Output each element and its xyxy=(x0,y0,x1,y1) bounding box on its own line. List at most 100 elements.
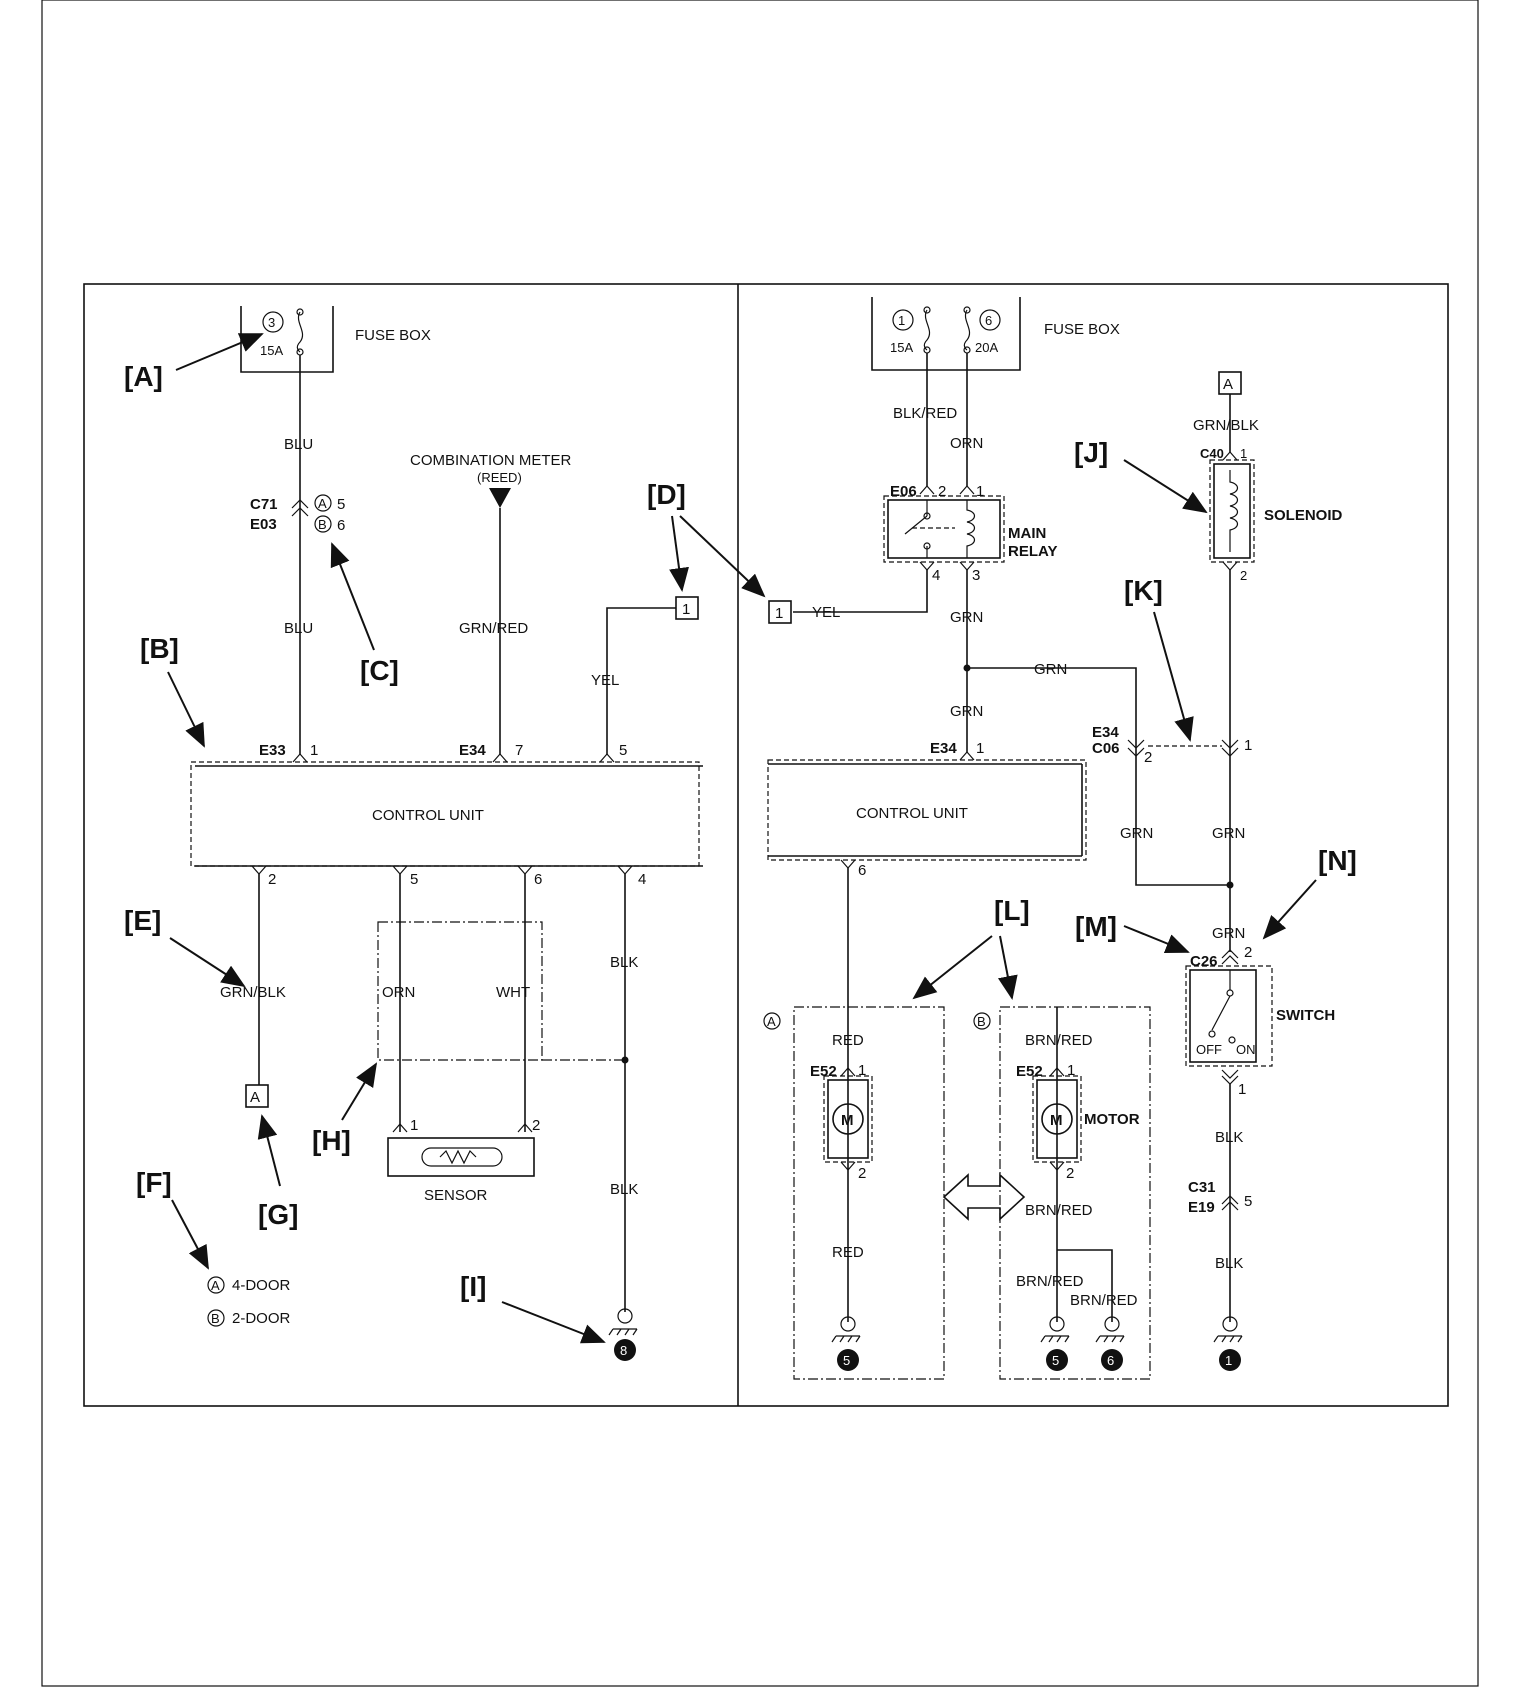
wire-yel-right-label: YEL xyxy=(812,604,840,621)
connector-a-right-label: A xyxy=(1223,376,1233,393)
connector-e19: E19 xyxy=(1188,1199,1215,1216)
fuse-box-left xyxy=(240,306,334,373)
callout-l: [L] xyxy=(994,895,1030,926)
wire-wht-label: WHT xyxy=(496,984,530,1001)
connector-c71: C71 xyxy=(250,496,278,513)
motor-b-icon xyxy=(1041,1103,1073,1135)
variant-a-circle: A xyxy=(767,1014,776,1029)
pin-e33-1: 1 xyxy=(310,742,318,759)
wire-grn-blk-left-label: GRN/BLK xyxy=(220,984,286,1001)
legend-circle-a: A xyxy=(211,1278,220,1293)
fuse-r2-number: 6 xyxy=(985,313,992,328)
relay-coil-icon xyxy=(966,500,976,558)
combination-meter-label: COMBINATION METER xyxy=(410,452,572,469)
fuse-r1-amp: 15A xyxy=(890,340,913,355)
relay-pin-4: 4 xyxy=(932,567,940,584)
wire-blk-left-label-top: BLK xyxy=(610,954,638,971)
switch-box xyxy=(1189,969,1257,1063)
fuse-left-symbol xyxy=(296,311,304,353)
main-relay-label-1: MAIN xyxy=(1008,525,1046,542)
wire-yel-left xyxy=(606,607,676,755)
page-frame xyxy=(41,0,1479,1687)
connector-c26: C26 xyxy=(1190,953,1218,970)
solenoid-pin-1: 1 xyxy=(1240,446,1247,461)
wire-brn-red-label-2: BRN/RED xyxy=(1025,1202,1093,1219)
switch-on-label: ON xyxy=(1236,1042,1256,1057)
pin-c71-b: 6 xyxy=(337,517,345,534)
motor-b-symbol: M xyxy=(1050,1112,1063,1129)
control-unit-right-label: CONTROL UNIT xyxy=(856,805,968,822)
ground-number-5b: 5 xyxy=(1052,1353,1059,1368)
motor-a-pin-2: 2 xyxy=(858,1165,866,1182)
motor-b-pin-2: 2 xyxy=(1066,1165,1074,1182)
legend-circle-b: B xyxy=(211,1311,220,1326)
wire-orn-right-label: ORN xyxy=(950,435,983,452)
switch-label: SWITCH xyxy=(1276,1007,1335,1024)
control-unit-left-label: CONTROL UNIT xyxy=(372,807,484,824)
fuse-box-right xyxy=(871,297,1021,371)
relay-pin-2: 2 xyxy=(938,483,946,500)
relay-switch-icon xyxy=(904,500,928,558)
relay-pin-3: 3 xyxy=(972,567,980,584)
wire-red-label-2: RED xyxy=(832,1244,864,1261)
circle-a-c71: A xyxy=(318,496,327,511)
connector-e34-left: E34 xyxy=(459,742,486,759)
connector-c71-symbol xyxy=(291,499,309,517)
wire-blu-label-top: BLU xyxy=(284,436,313,453)
wire-brn-red-label-3: BRN/RED xyxy=(1016,1273,1084,1290)
pin-c06-2: 2 xyxy=(1144,749,1152,766)
combination-meter-arrow xyxy=(489,488,511,508)
connector-a-left xyxy=(245,1084,269,1108)
motor-b-pin-1: 1 xyxy=(1067,1062,1075,1079)
wire-blk-left-label-bottom: BLK xyxy=(610,1181,638,1198)
pin-e34-5: 5 xyxy=(619,742,627,759)
solenoid-coil-icon xyxy=(1229,470,1239,552)
motor-a-icon xyxy=(832,1103,864,1135)
callout-f: [F] xyxy=(136,1167,172,1198)
wire-grn-label-1: GRN xyxy=(950,609,983,626)
reed-label: (REED) xyxy=(477,470,522,485)
ground-icon-8 xyxy=(617,1308,633,1324)
legend-2-door: 2-DOOR xyxy=(232,1310,291,1327)
pin-cu-right-6: 6 xyxy=(858,862,866,879)
pin-c71-a: 5 xyxy=(337,496,345,513)
connector-1-right xyxy=(768,600,792,624)
ground-number-5a: 5 xyxy=(843,1353,850,1368)
fuse-left-amp: 15A xyxy=(260,343,283,358)
wire-grn-label-branch: GRN xyxy=(1034,661,1067,678)
fuse-box-right-label: FUSE BOX xyxy=(1044,321,1120,338)
pin-bottom-4: 4 xyxy=(638,871,646,888)
ground-number-1: 1 xyxy=(1225,1353,1232,1368)
callout-c: [C] xyxy=(360,655,399,686)
pin-bottom-5: 5 xyxy=(410,871,418,888)
variant-b-box xyxy=(999,1006,1151,1380)
connector-e52-b: E52 xyxy=(1016,1063,1043,1080)
shield-box xyxy=(377,921,543,1061)
pin-c31-5: 5 xyxy=(1244,1193,1252,1210)
callout-h: [H] xyxy=(312,1125,351,1156)
connector-e33: E33 xyxy=(259,742,286,759)
callout-i: [I] xyxy=(460,1271,486,1302)
connector-1-left-label: 1 xyxy=(682,601,690,618)
callout-b: [B] xyxy=(140,633,179,664)
pin-solenoid-conn-1: 1 xyxy=(1244,737,1252,754)
solenoid-label: SOLENOID xyxy=(1264,507,1343,524)
relay-pin-1: 1 xyxy=(976,483,984,500)
wire-grn-label-2: GRN xyxy=(950,703,983,720)
diagram-frame xyxy=(83,283,1449,1407)
connector-e52-a: E52 xyxy=(810,1063,837,1080)
callout-a: [A] xyxy=(124,361,163,392)
wire-yel-left-label: YEL xyxy=(591,672,619,689)
connector-e34-right: E34 xyxy=(930,740,957,757)
variant-b-circle: B xyxy=(977,1014,986,1029)
fuse-r2-amp: 20A xyxy=(975,340,998,355)
control-unit-right xyxy=(767,759,1087,861)
connector-e03: E03 xyxy=(250,516,277,533)
sensor-pin-2: 2 xyxy=(532,1117,540,1134)
wire-brn-red-label-1: BRN/RED xyxy=(1025,1032,1093,1049)
wire-grn-label-3: GRN xyxy=(1120,825,1153,842)
wire-grn-label-4: GRN xyxy=(1212,825,1245,842)
sensor-box xyxy=(387,1137,535,1177)
main-relay-box xyxy=(887,499,1001,559)
